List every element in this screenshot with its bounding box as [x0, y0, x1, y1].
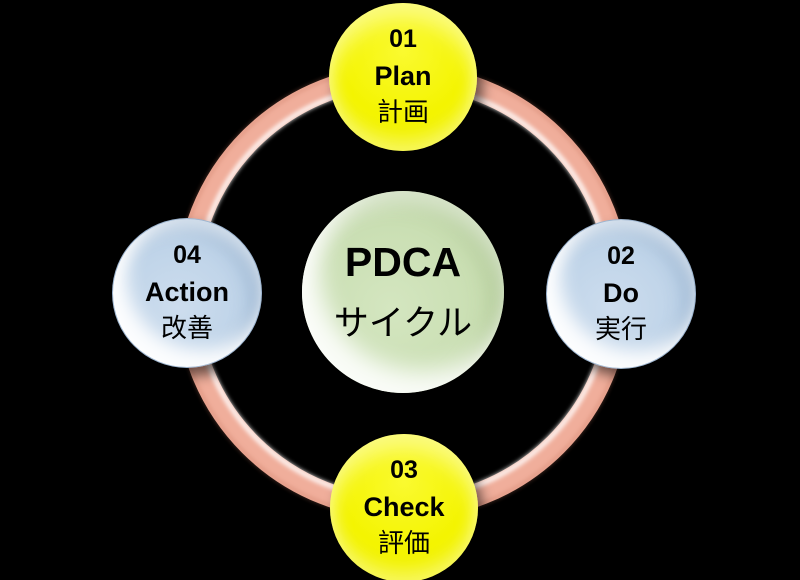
node-action-label-ja: 改善 [160, 313, 213, 344]
node-action-number: 04 [173, 241, 201, 270]
node-check-label-ja: 評価 [377, 528, 430, 559]
node-action-label: Action [145, 276, 229, 307]
node-check: 03 Check 評価 [330, 434, 478, 580]
center-subtitle: サイクル [333, 303, 473, 343]
node-plan-label-ja: 計画 [376, 97, 429, 128]
center-title: PDCA [344, 239, 462, 286]
node-do-label-ja: 実行 [594, 314, 647, 345]
node-plan-number: 01 [389, 25, 417, 54]
node-do-number: 02 [607, 242, 635, 271]
node-check-label: Check [363, 491, 445, 522]
node-do: 02 Do 実行 [546, 219, 696, 369]
node-plan-label: Plan [374, 60, 432, 91]
node-action: 04 Action 改善 [112, 218, 262, 368]
node-check-number: 03 [390, 456, 418, 485]
node-do-label: Do [603, 277, 639, 308]
center-node-pdca: PDCA サイクル [302, 191, 504, 393]
node-plan: 01 Plan 計画 [329, 3, 477, 151]
